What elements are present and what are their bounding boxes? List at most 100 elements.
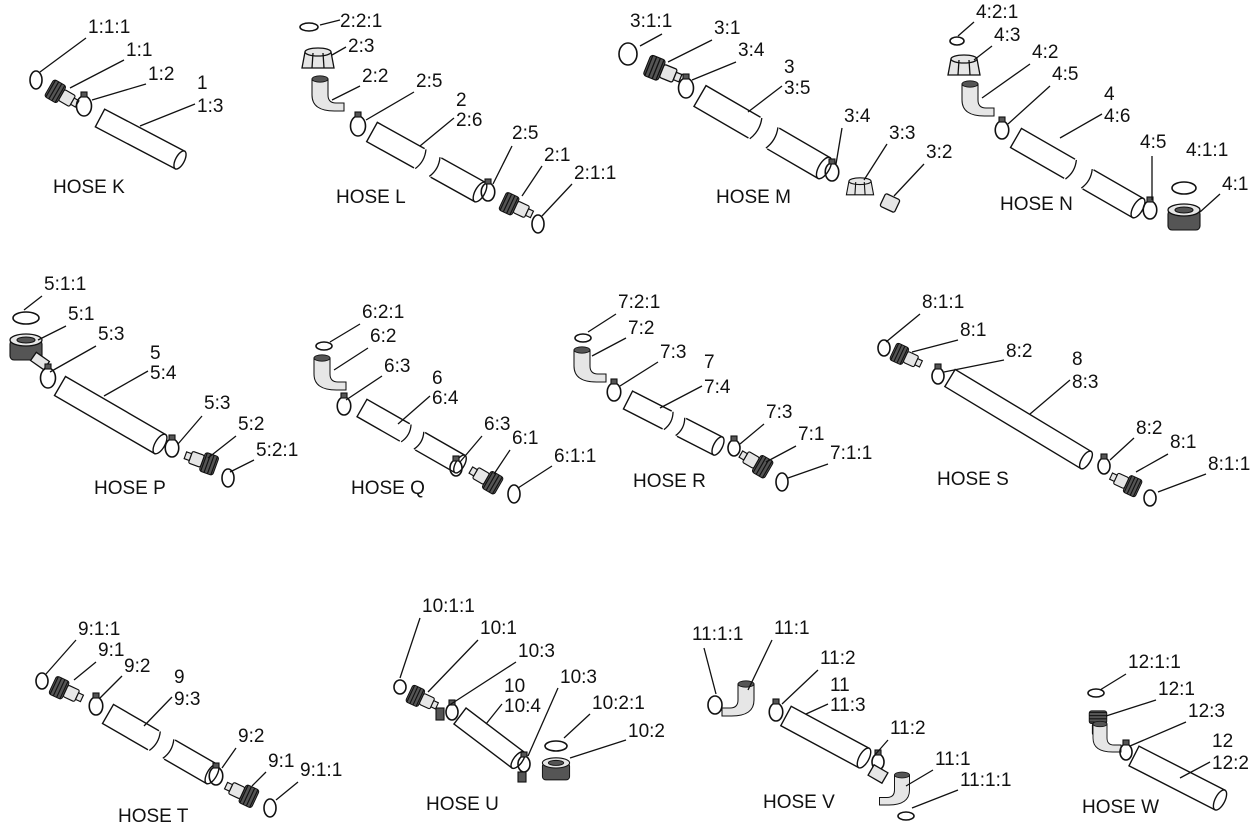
- leader-line: [49, 345, 97, 373]
- clamp-screw: [1122, 739, 1130, 746]
- part-label: 2: [456, 90, 467, 111]
- hose-break: [411, 144, 444, 182]
- hose-clamp: [1097, 457, 1111, 475]
- o-ring: [315, 341, 333, 351]
- leader-line: [39, 37, 87, 73]
- leader-line: [1059, 113, 1103, 139]
- threaded-fitting: [48, 676, 85, 703]
- hose-clamp: [445, 703, 459, 721]
- hose-end: [815, 156, 833, 180]
- thread-line: [1129, 478, 1139, 496]
- thread-line: [491, 476, 503, 495]
- thread-line: [647, 56, 658, 78]
- thread-line: [200, 452, 208, 472]
- leader-line: [835, 127, 843, 165]
- clamp-screw: [212, 762, 220, 769]
- hose-tube: [622, 390, 725, 456]
- o-ring: [35, 672, 49, 690]
- break-edge: [428, 157, 441, 177]
- break-edge: [148, 731, 161, 752]
- part-label: 4:2: [1032, 42, 1058, 63]
- part-label: 5:2:1: [256, 440, 298, 461]
- leader-line: [591, 337, 627, 357]
- part-label: 1:2: [148, 64, 174, 85]
- part-label: 5:1: [68, 304, 94, 325]
- thread-line: [206, 454, 215, 474]
- part-label: 7:2:1: [618, 292, 660, 313]
- thread-line: [896, 345, 906, 364]
- hose-tube: [1128, 745, 1228, 811]
- hose-tube: [356, 398, 467, 474]
- break-edge: [675, 417, 686, 437]
- hose-end: [711, 436, 725, 456]
- leader-line: [139, 103, 196, 127]
- hose-tube: [943, 368, 1094, 470]
- part-label: 12:3: [1188, 701, 1225, 722]
- hose-break: [145, 726, 178, 763]
- leader-line: [747, 639, 773, 691]
- hose-clamp: [931, 367, 945, 385]
- leader-line: [492, 145, 513, 185]
- thread-line: [655, 59, 665, 81]
- part-label: 3:1: [714, 18, 740, 39]
- leader-line: [893, 163, 925, 197]
- leader-line: [569, 739, 627, 759]
- leader-line: [397, 395, 431, 425]
- leader-line: [1029, 379, 1071, 415]
- leader-line: [73, 661, 97, 681]
- part-label: 12:1: [1158, 679, 1195, 700]
- hose-tube: [779, 705, 872, 769]
- elbow-fitting: [879, 771, 910, 806]
- thread-line: [210, 456, 219, 476]
- leader-line: [399, 617, 421, 679]
- hose-clamp: [39, 367, 57, 389]
- thread-line: [245, 787, 256, 807]
- o-ring: [707, 695, 723, 715]
- break-edge: [1080, 168, 1093, 189]
- leader-line: [1199, 193, 1221, 213]
- part-label: 9:1:1: [78, 619, 120, 640]
- part-label: 11:1:1: [960, 770, 1011, 791]
- thread-line: [56, 679, 66, 698]
- thread-line: [506, 195, 516, 214]
- part-label: 2:1: [544, 145, 570, 166]
- o-ring: [949, 36, 965, 46]
- o-ring: [507, 484, 521, 504]
- port-fitting: [541, 757, 571, 781]
- adapter-fitting: [879, 193, 901, 213]
- leader-line: [765, 445, 797, 463]
- hose-clamp: [727, 439, 741, 457]
- thread-line: [755, 456, 767, 475]
- part-label: 4: [1104, 84, 1115, 105]
- leader-line: [229, 459, 255, 473]
- break-edge: [414, 149, 427, 170]
- nut-flat: [863, 182, 866, 195]
- leader-line: [667, 39, 713, 63]
- part-label: 2:6: [456, 110, 482, 131]
- o-ring: [574, 333, 592, 343]
- part-label: 5:4: [150, 363, 177, 384]
- leader-line: [1179, 761, 1211, 779]
- clamp-screw: [874, 749, 882, 756]
- thread-line: [409, 686, 419, 704]
- nut-flat: [311, 52, 314, 69]
- break-edge: [1065, 159, 1078, 180]
- leader-line: [485, 703, 503, 725]
- leader-line: [563, 713, 591, 739]
- hose-clamp: [677, 77, 695, 99]
- part-label: 8:2: [1136, 418, 1162, 439]
- part-label: 7:3: [766, 402, 792, 423]
- part-label: 5:1:1: [44, 274, 86, 295]
- part-label: 9: [174, 667, 185, 688]
- o-ring: [29, 70, 43, 90]
- leader-line: [221, 747, 237, 769]
- hose-body: [53, 375, 167, 455]
- leader-line: [37, 325, 67, 341]
- nut-top: [304, 47, 332, 57]
